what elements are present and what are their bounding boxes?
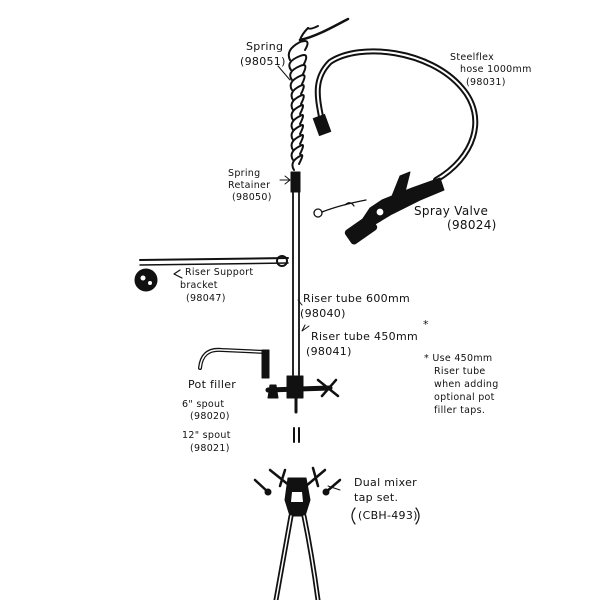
spring-coil (287, 17, 350, 171)
spring-retainer-part (290, 171, 301, 193)
spring-retainer-label-1: Spring (228, 168, 261, 179)
riser-600-code: (98040) (300, 307, 346, 320)
riser-tube (292, 191, 300, 376)
note-line-3: when adding (434, 379, 499, 390)
spray-valve-part (313, 171, 445, 245)
riser-gap-segment (293, 427, 300, 443)
spring-leader (277, 65, 291, 81)
riser-600-label: Riser tube 600mm (303, 292, 410, 305)
riser-450-star: * (423, 318, 429, 331)
riser-450-label: Riser tube 450mm (311, 330, 418, 343)
spout-6-code: (98020) (190, 411, 230, 422)
spring-retainer-code: (98050) (232, 192, 272, 203)
spout-6-label: 6" spout (182, 399, 225, 410)
spring-retainer-label-2: Retainer (228, 180, 271, 191)
dual-mixer-label-2: tap set. (354, 491, 399, 504)
spray-valve-label: Spray Valve (414, 204, 489, 218)
riser-support-label-1: Riser Support (185, 267, 254, 278)
retainer-leader (279, 175, 291, 185)
dual-mixer-code: (CBH-493) (358, 509, 418, 522)
note-line-5: filler taps. (434, 405, 486, 416)
spring-label: Spring (246, 40, 284, 53)
steelflex-hose (312, 48, 479, 183)
riser-support-label-2: bracket (180, 280, 218, 291)
dual-mixer-bracket-r (415, 507, 420, 525)
riser-600-leader (297, 299, 303, 306)
riser-support-bracket-part (134, 255, 289, 292)
spring-code: (98051) (240, 55, 286, 68)
note-line-4: optional pot (434, 392, 495, 403)
hose-label: hose 1000mm (460, 64, 532, 75)
dual-mixer-part (253, 466, 342, 600)
dual-mixer-leader (327, 485, 341, 491)
riser-450-code: (98041) (306, 345, 352, 358)
hose-code: (98031) (466, 77, 506, 88)
pot-filler-label: Pot filler (188, 378, 237, 391)
note-line-1: * Use 450mm (424, 353, 493, 364)
spout-12-code: (98021) (190, 443, 230, 454)
pot-filler-part (198, 347, 340, 414)
riser-support-code: (98047) (186, 293, 226, 304)
spray-valve-code: (98024) (447, 218, 497, 232)
steelflex-label: Steelflex (450, 52, 495, 63)
spout-12-label: 12" spout (182, 430, 231, 441)
note-line-2: Riser tube (434, 366, 486, 377)
riser-450-leader (301, 324, 310, 332)
dual-mixer-label-1: Dual mixer (354, 476, 417, 489)
dual-mixer-bracket-l (351, 507, 356, 525)
